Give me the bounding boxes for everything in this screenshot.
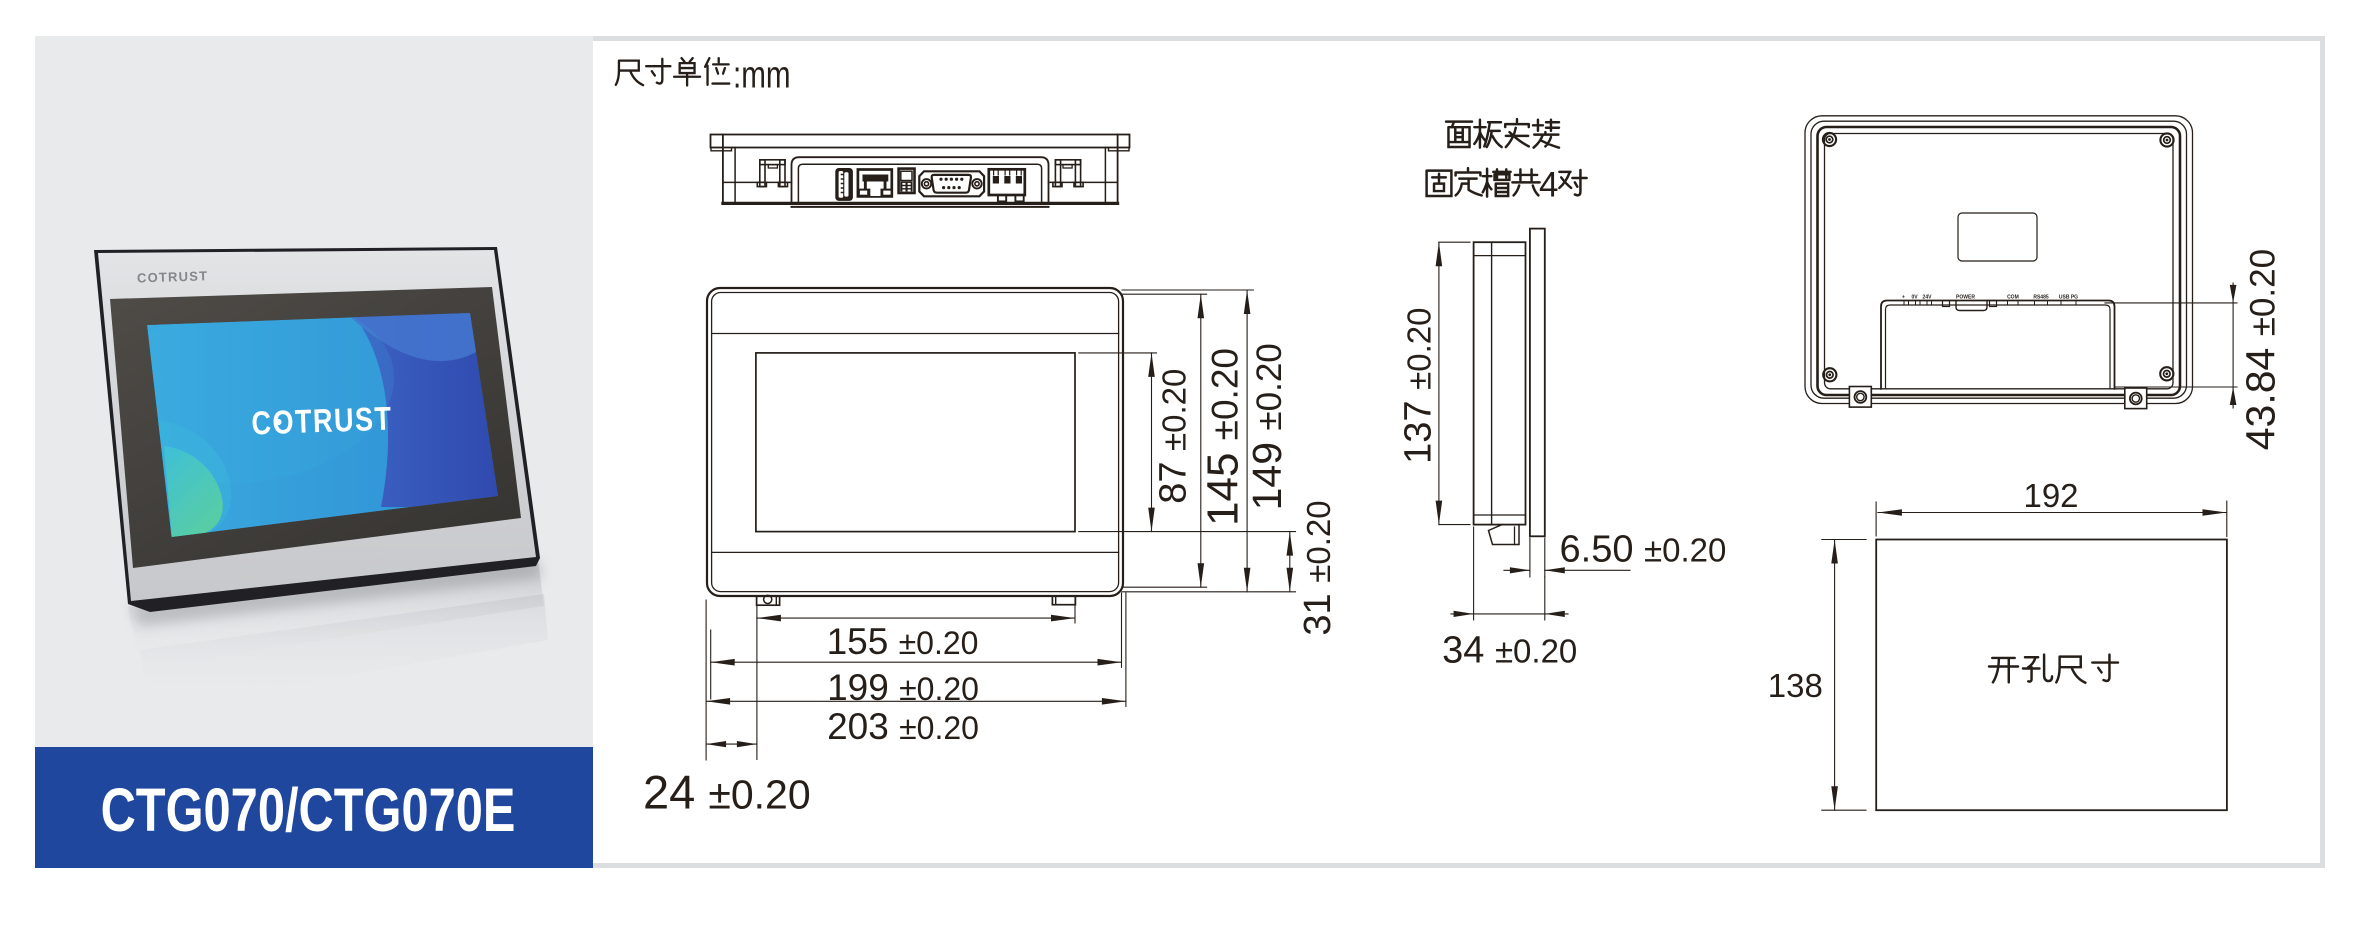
svg-text:+: + (1902, 295, 1905, 301)
svg-text:COTRUST: COTRUST (251, 401, 393, 442)
svg-text:6.50 ±0.20: 6.50 ±0.20 (1560, 529, 1727, 571)
svg-text:203 ±0.20: 203 ±0.20 (827, 706, 979, 747)
svg-text:COM: COM (2007, 295, 2019, 301)
svg-text:145 ±0.20: 145 ±0.20 (1199, 348, 1248, 526)
svg-text:CTG070/CTG070E: CTG070/CTG070E (101, 776, 516, 844)
svg-text:149 ±0.20: 149 ±0.20 (1244, 343, 1290, 510)
svg-text::mm: :mm (733, 54, 791, 96)
svg-text:137 ±0.20: 137 ±0.20 (1398, 308, 1440, 464)
svg-text:155 ±0.20: 155 ±0.20 (827, 621, 979, 662)
svg-text:POWER: POWER (1956, 295, 1975, 301)
svg-text:138: 138 (1768, 667, 1823, 704)
svg-text:0V: 0V (1911, 295, 1918, 301)
svg-text:RS485: RS485 (2033, 295, 2049, 301)
svg-text:199 ±0.20: 199 ±0.20 (827, 667, 979, 708)
svg-text:4: 4 (1539, 166, 1558, 205)
svg-text:43.84 ±0.20: 43.84 ±0.20 (2238, 249, 2284, 450)
svg-text:34 ±0.20: 34 ±0.20 (1442, 630, 1577, 672)
svg-text:24 ±0.20: 24 ±0.20 (643, 766, 811, 819)
svg-text:USB PG: USB PG (2059, 295, 2078, 301)
svg-text:31 ±0.20: 31 ±0.20 (1297, 500, 1339, 635)
svg-text:24V: 24V (1923, 295, 1933, 301)
svg-text:COTRUST: COTRUST (137, 268, 209, 285)
svg-text:87 ±0.20: 87 ±0.20 (1152, 369, 1194, 504)
svg-text:192: 192 (2023, 477, 2078, 514)
